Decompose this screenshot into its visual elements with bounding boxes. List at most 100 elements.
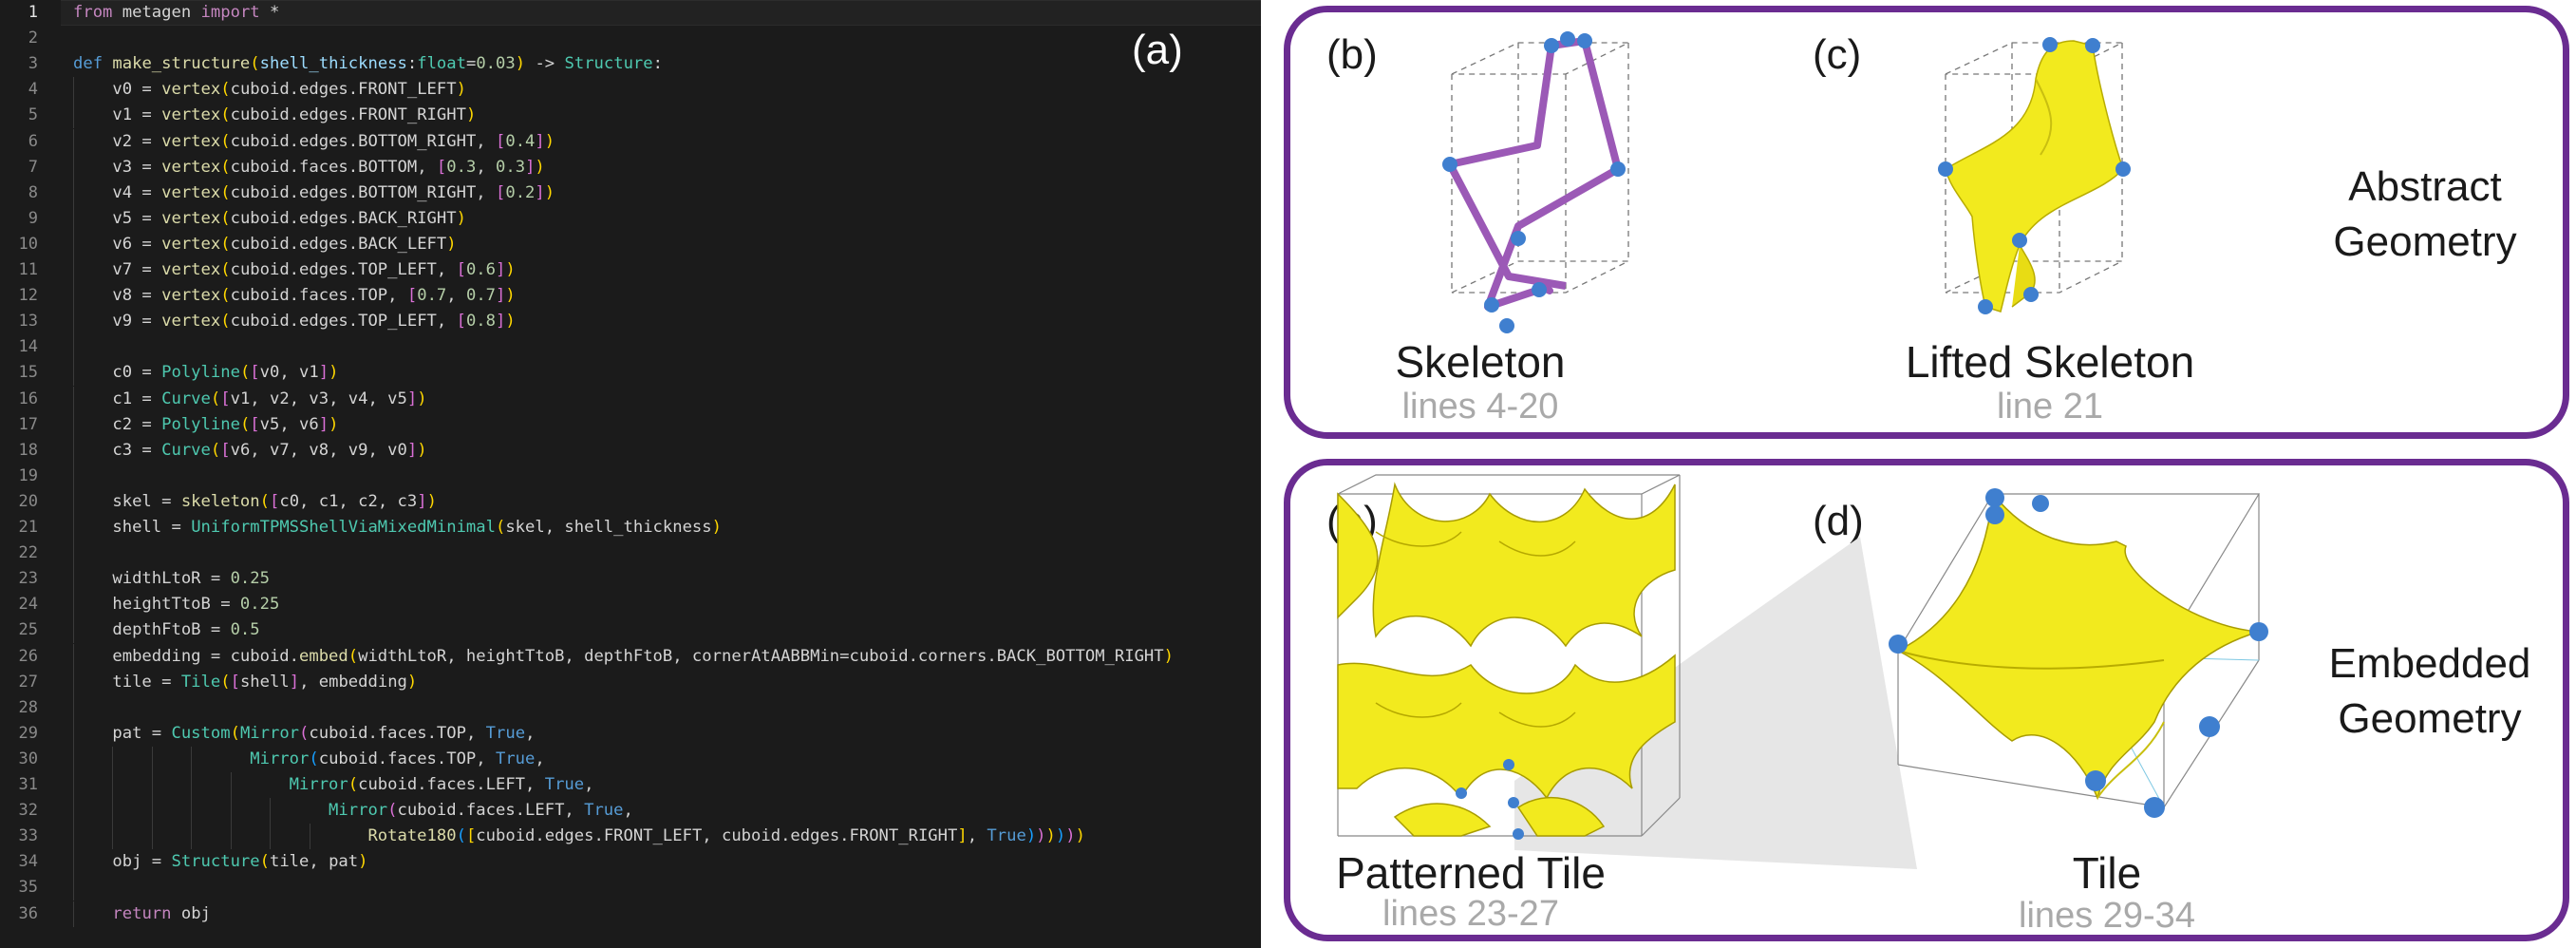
line-number: 32 [18, 801, 38, 821]
line-number: 2 [28, 28, 38, 48]
code-area[interactable]: from metagen import * def make_structure(… [0, 0, 1261, 948]
line-number: 8 [28, 182, 38, 202]
indent-guide [73, 257, 74, 284]
code-line[interactable]: c3 = Curve([v6, v7, v8, v9, v0]) [73, 440, 427, 460]
abstract-geometry-panel: (b) (c) [1284, 6, 2569, 439]
vertex-dot [2199, 716, 2220, 737]
code-line[interactable]: v5 = vertex(cuboid.edges.BACK_RIGHT) [73, 208, 466, 228]
indent-guide [73, 566, 74, 593]
line-number: 28 [18, 697, 38, 717]
indent-guide [73, 283, 74, 310]
vertex-dot [2042, 37, 2058, 52]
vertex-dot [1985, 488, 2004, 507]
vertex-dot [2085, 770, 2106, 791]
code-line[interactable]: c1 = Curve([v1, v2, v3, v4, v5]) [73, 389, 427, 408]
indent-guide [73, 128, 74, 155]
line-number: 30 [18, 749, 38, 768]
vertex-dot [1889, 635, 1908, 654]
code-line[interactable]: v9 = vertex(cuboid.edges.TOP_LEFT, [0.8]… [73, 312, 516, 332]
indent-guide [73, 643, 74, 670]
code-line[interactable]: skel = skeleton([c0, c1, c2, c3]) [73, 491, 437, 511]
skeleton-subtitle: lines 4-20 [1401, 387, 1559, 427]
indent-guide [73, 334, 74, 361]
code-line[interactable]: c2 = Polyline([v5, v6]) [73, 414, 339, 434]
vertex-dot [1938, 161, 1953, 177]
line-number: 22 [18, 543, 38, 563]
indent-guide [73, 463, 74, 489]
line-number: 27 [18, 672, 38, 692]
tile-figure [1889, 488, 2268, 818]
indent-guide [112, 772, 114, 799]
patterned-tile-figure [1337, 474, 1681, 840]
line-number: 1 [28, 3, 38, 22]
code-line[interactable]: v1 = vertex(cuboid.edges.FRONT_RIGHT) [73, 105, 477, 125]
panel-label-b: (b) [1326, 31, 1378, 78]
indent-guide [112, 746, 114, 772]
vertex-dot [1442, 157, 1457, 172]
code-line[interactable]: v3 = vertex(cuboid.faces.BOTTOM, [0.3, 0… [73, 157, 545, 177]
code-line[interactable]: tile = Tile([shell], embedding) [73, 672, 418, 692]
indent-guide [191, 824, 193, 850]
line-number: 21 [18, 518, 38, 537]
code-line[interactable]: return obj [112, 903, 211, 923]
code-line[interactable]: embedding = cuboid.embed(widthLtoR, heig… [73, 646, 1174, 666]
indent-guide [73, 540, 74, 567]
code-line[interactable]: shell = UniformTPMSShellViaMixedMinimal(… [73, 518, 722, 537]
indent-guide [73, 798, 74, 825]
indent-guide [191, 746, 193, 772]
code-line[interactable]: Mirror(cuboid.faces.TOP, True, [250, 749, 545, 768]
line-number: 19 [18, 465, 38, 485]
code-line[interactable]: v6 = vertex(cuboid.edges.BACK_LEFT) [73, 234, 457, 254]
code-line[interactable]: Mirror(cuboid.faces.LEFT, True, [329, 801, 633, 821]
code-line[interactable]: Mirror(cuboid.faces.LEFT, True, [289, 775, 594, 794]
code-line[interactable]: v8 = vertex(cuboid.faces.TOP, [0.7, 0.7]… [73, 286, 516, 306]
line-number: 25 [18, 620, 38, 640]
line-number: 5 [28, 105, 38, 125]
vertex-dot [2085, 38, 2100, 53]
code-line[interactable]: v7 = vertex(cuboid.edges.TOP_LEFT, [0.6]… [73, 260, 516, 279]
indent-guide [73, 849, 74, 876]
panel-label-a: (a) [1132, 27, 1183, 73]
vertex-dot [1577, 33, 1592, 48]
code-line[interactable]: pat = Custom(Mirror(cuboid.faces.TOP, Tr… [73, 723, 536, 743]
indent-guide [230, 824, 232, 850]
panel-label-d: (d) [1813, 498, 1864, 544]
code-line[interactable]: c0 = Polyline([v0, v1]) [73, 363, 339, 383]
indent-guide [73, 592, 74, 618]
line-number: 31 [18, 775, 38, 794]
indent-guide [73, 411, 74, 438]
indent-guide [73, 720, 74, 747]
code-line[interactable]: v0 = vertex(cuboid.edges.FRONT_LEFT) [73, 80, 466, 100]
vertex-dot [1484, 297, 1499, 313]
indent-guide [73, 694, 74, 721]
code-line[interactable]: depthFtoB = 0.5 [73, 620, 260, 640]
indent-guide [73, 386, 74, 412]
code-line[interactable]: Rotate180([cuboid.edges.FRONT_LEFT, cubo… [367, 826, 1085, 846]
panel-label-c: (c) [1813, 31, 1862, 78]
code-line[interactable]: heightTtoB = 0.25 [73, 595, 280, 615]
indent-guide [73, 746, 74, 772]
skeleton-title: Skeleton [1395, 337, 1566, 387]
vertex-dot [2012, 233, 2027, 248]
embedded-geometry-label-line1: Embedded [2328, 640, 2531, 687]
vertex-dot [1513, 828, 1524, 840]
code-line[interactable]: v2 = vertex(cuboid.edges.BOTTOM_RIGHT, [… [73, 131, 555, 151]
line-number: 7 [28, 157, 38, 177]
code-line[interactable]: widthLtoR = 0.25 [73, 569, 270, 589]
indent-guide [191, 772, 193, 799]
line-number: 9 [28, 208, 38, 228]
line-number: 10 [18, 234, 38, 254]
code-line[interactable]: v4 = vertex(cuboid.edges.BOTTOM_RIGHT, [… [73, 182, 555, 202]
indent-guide [73, 154, 74, 180]
indent-guide [73, 103, 74, 129]
code-line[interactable]: def make_structure(shell_thickness:float… [73, 54, 663, 74]
tile-title: Tile [2072, 848, 2142, 898]
current-line-highlight [61, 0, 1261, 27]
line-number: 34 [18, 852, 38, 872]
code-line[interactable]: from metagen import * [73, 3, 280, 22]
line-number: 12 [18, 286, 38, 306]
indent-guide [112, 824, 114, 850]
indent-guide [73, 669, 74, 695]
code-line[interactable]: obj = Structure(tile, pat) [73, 852, 368, 872]
